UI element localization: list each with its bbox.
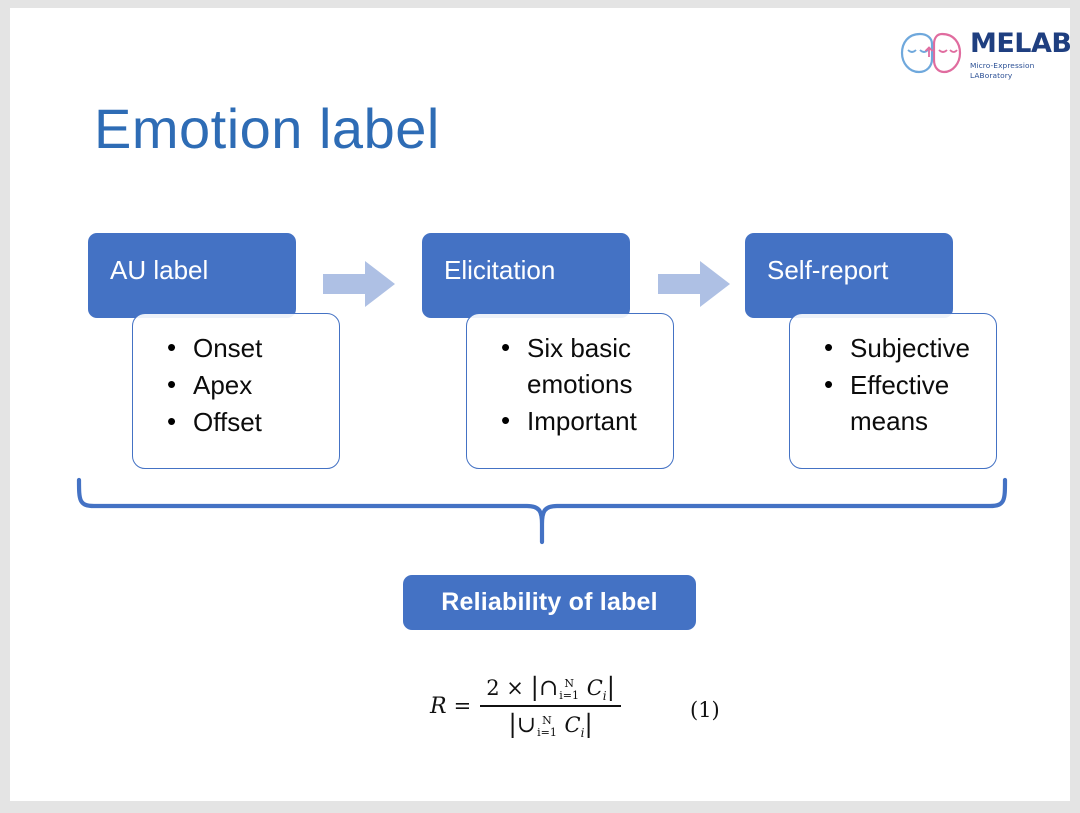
list-item: Subjective — [824, 329, 986, 366]
denominator-set: C — [564, 712, 581, 737]
numerator-lower-limit: i=1 — [559, 689, 579, 703]
stage-header-self-report: Self-report — [745, 233, 953, 318]
numerator-upper-limit: N — [564, 677, 574, 691]
fraction-bar — [480, 705, 622, 707]
stage-header-elicitation: Elicitation — [422, 233, 630, 318]
stage-body-self-report: Subjective Effective means — [789, 313, 997, 469]
stage-body-au-label: Onset Apex Offset — [132, 313, 340, 469]
denominator-open-bar: | — [508, 708, 517, 738]
formula-numerator: 2 × |∩ N i=1 Ci| — [480, 670, 621, 705]
denominator-lower-limit: i=1 — [537, 725, 557, 739]
formula-denominator: |∪ N i=1 Ci| — [502, 707, 599, 742]
logo-subtitle: Micro-Expression LABoratory — [970, 61, 1035, 80]
formula-equation: R = 2 × |∩ N i=1 Ci| |∪ N i=1 Ci| — [430, 656, 760, 756]
list-item: Important — [501, 402, 663, 439]
list-item: Effective means — [824, 366, 986, 439]
denominator-upper-limit: N — [542, 713, 552, 727]
logo-text-block: MELAB Micro-Expression LABoratory — [970, 28, 1070, 81]
intersection-operator: ∩ — [538, 675, 559, 702]
numerator-set: C — [586, 676, 603, 701]
list-item: Onset — [167, 329, 329, 366]
list-item: Offset — [167, 403, 329, 440]
melab-logo: MELAB Micro-Expression LABoratory — [898, 28, 1070, 80]
result-pill: Reliability of label — [403, 575, 696, 630]
flow-arrow-1-icon — [323, 261, 395, 312]
union-operator: ∪ — [516, 711, 537, 738]
numerator-factor: 2 — [486, 676, 500, 701]
denominator-close-bar: | — [584, 708, 593, 738]
two-faces-icon — [898, 30, 968, 76]
numerator-set-index: i — [602, 689, 607, 704]
numerator-times: × — [506, 676, 524, 701]
numerator-limits: N i=1 — [559, 678, 579, 701]
equation-number: (1) — [690, 698, 720, 722]
page-title: Emotion label — [94, 97, 440, 160]
denominator-set-index: i — [580, 725, 585, 740]
formula-fraction: 2 × |∩ N i=1 Ci| |∪ N i=1 Ci| — [480, 670, 622, 742]
denominator-limits: N i=1 — [537, 715, 557, 738]
numerator-open-bar: | — [530, 672, 539, 702]
stage-header-au-label: AU label — [88, 233, 296, 318]
flow-arrow-2-icon — [658, 261, 730, 312]
list-item: Six basic emotions — [501, 329, 663, 402]
stage-body-elicitation: Six basic emotions Important — [466, 313, 674, 469]
formula-equals: = — [453, 694, 472, 718]
numerator-close-bar: | — [606, 672, 616, 702]
slide-canvas: MELAB Micro-Expression LABoratory Emotio… — [10, 8, 1070, 801]
curly-brace — [72, 476, 1012, 566]
formula-lhs: R — [430, 693, 447, 719]
list-item: Apex — [167, 366, 329, 403]
logo-wordmark: MELAB — [970, 28, 1070, 59]
